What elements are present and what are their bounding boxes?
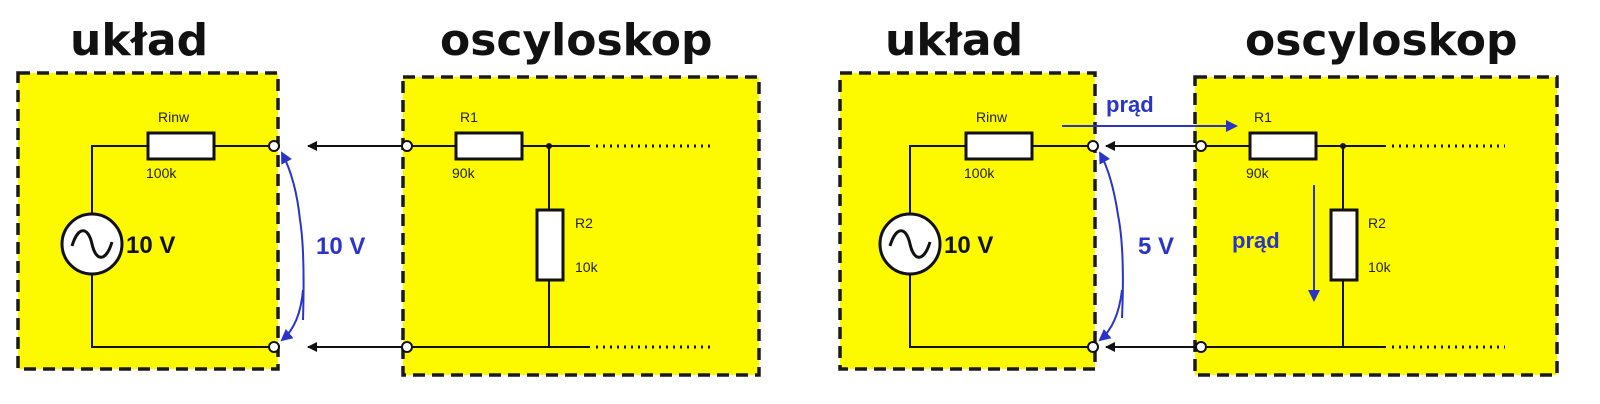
left-r1-resistor <box>454 131 524 161</box>
right-r2-resistor <box>1329 208 1359 282</box>
left-voltage-arrow-bottom <box>280 289 304 342</box>
left-rinw-value: 100k <box>146 165 177 181</box>
right-circuit-box <box>838 71 1097 371</box>
right-voltage-arrow-bottom <box>1098 289 1123 342</box>
left-terminal-bottom <box>268 341 280 353</box>
left-terminal-top <box>268 140 280 152</box>
left-diagram: układ oscyloskop Rinw 100k 10 V 10 V R1 … <box>16 15 761 377</box>
left-wire-top-left <box>91 145 148 215</box>
right-sine-wave-icon <box>888 229 932 259</box>
left-source-voltage: 10 V <box>126 232 175 259</box>
left-measured-voltage: 10 V <box>316 233 365 260</box>
left-rinw-label: Rinw <box>158 109 190 125</box>
right-scope-title: oscyloskop <box>1245 15 1518 66</box>
right-r2-value: 10k <box>1368 259 1392 275</box>
left-scope-box <box>401 75 761 377</box>
right-junction-dot <box>1340 143 1346 149</box>
right-current-label-top: prąd <box>1106 92 1154 117</box>
right-scope-input-top <box>1195 140 1207 152</box>
right-terminal-bottom <box>1087 341 1099 353</box>
left-sine-wave-icon <box>70 229 114 259</box>
right-r1-resistor <box>1248 131 1318 161</box>
right-rinw-label: Rinw <box>976 109 1008 125</box>
right-scope-box <box>1193 75 1559 377</box>
left-r1-value: 90k <box>452 165 476 181</box>
right-voltage-arrow-top <box>1099 151 1119 216</box>
right-current-label-side: prąd <box>1232 228 1280 253</box>
right-measured-voltage: 5 V <box>1138 233 1174 260</box>
right-diagram: układ oscyloskop Rinw 100k 10 V prąd 5 V <box>838 15 1559 377</box>
left-r1-label: R1 <box>460 109 478 125</box>
right-r1-value: 90k <box>1246 165 1270 181</box>
left-r2-label: R2 <box>575 215 593 231</box>
left-rinw-resistor <box>146 131 216 161</box>
left-scope-title: oscyloskop <box>440 15 713 66</box>
left-wire-bottom <box>91 274 272 348</box>
left-scope-input-bottom <box>401 341 413 353</box>
right-circuit-title: układ <box>885 15 1023 66</box>
right-r1-label: R1 <box>1254 109 1272 125</box>
left-scope-input-top <box>401 140 413 152</box>
left-voltage-arc-lower <box>299 219 305 321</box>
right-rinw-resistor <box>964 131 1034 161</box>
right-terminal-top <box>1087 140 1099 152</box>
right-rinw-value: 100k <box>964 165 995 181</box>
left-circuit-title: układ <box>70 15 208 66</box>
right-wire-bottom <box>909 274 1090 348</box>
right-voltage-arc-lower <box>1117 214 1124 319</box>
right-wire-top-left <box>909 145 966 215</box>
left-r2-resistor <box>535 208 565 282</box>
left-voltage-arrow-top <box>281 151 301 221</box>
right-source-voltage: 10 V <box>944 232 993 259</box>
left-r2-value: 10k <box>575 259 599 275</box>
right-scope-input-bottom <box>1195 341 1207 353</box>
left-junction-dot <box>546 143 552 149</box>
left-circuit-box <box>16 71 280 371</box>
right-r2-label: R2 <box>1368 215 1386 231</box>
